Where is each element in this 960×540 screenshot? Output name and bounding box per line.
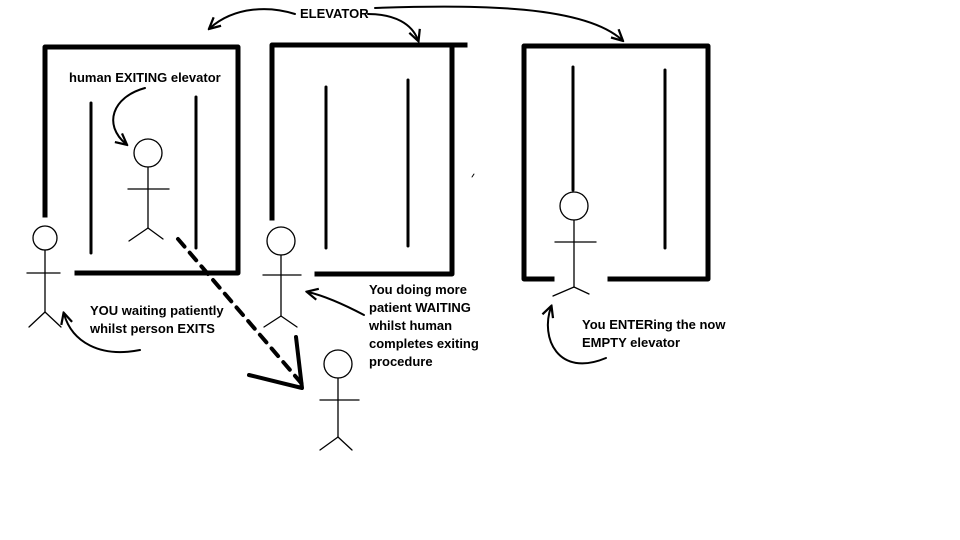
you-waiting-figure-2	[262, 226, 302, 328]
elevator-3	[521, 43, 711, 282]
arrow-to-elevator-2	[367, 13, 418, 40]
arrow-you-waiting	[64, 314, 141, 354]
elevator-header-label: ELEVATOR	[300, 6, 369, 21]
arrow-to-elevator-3	[374, 5, 622, 40]
elevator-1	[42, 44, 241, 276]
arrow-human-exiting	[112, 87, 146, 144]
you-entering-figure	[552, 191, 597, 297]
exit-path-arrow	[176, 237, 304, 390]
arrow-you-more-waiting	[308, 292, 365, 316]
you-waiting-label: YOU waiting patiently whilst person EXIT…	[89, 303, 227, 336]
human-exiting-figure	[127, 138, 170, 242]
you-more-waiting-label: You doing more patient WAITING whilst hu…	[368, 282, 482, 369]
arrow-to-elevator-1	[210, 8, 296, 28]
you-entering-label: You ENTERing the now EMPTY elevator	[582, 317, 729, 350]
human-exited-figure	[319, 349, 360, 451]
you-waiting-figure-1	[26, 225, 62, 328]
arrow-you-entering	[548, 307, 607, 365]
human-exiting-label: human EXITING elevator	[69, 70, 221, 85]
elevator-2	[269, 42, 468, 277]
